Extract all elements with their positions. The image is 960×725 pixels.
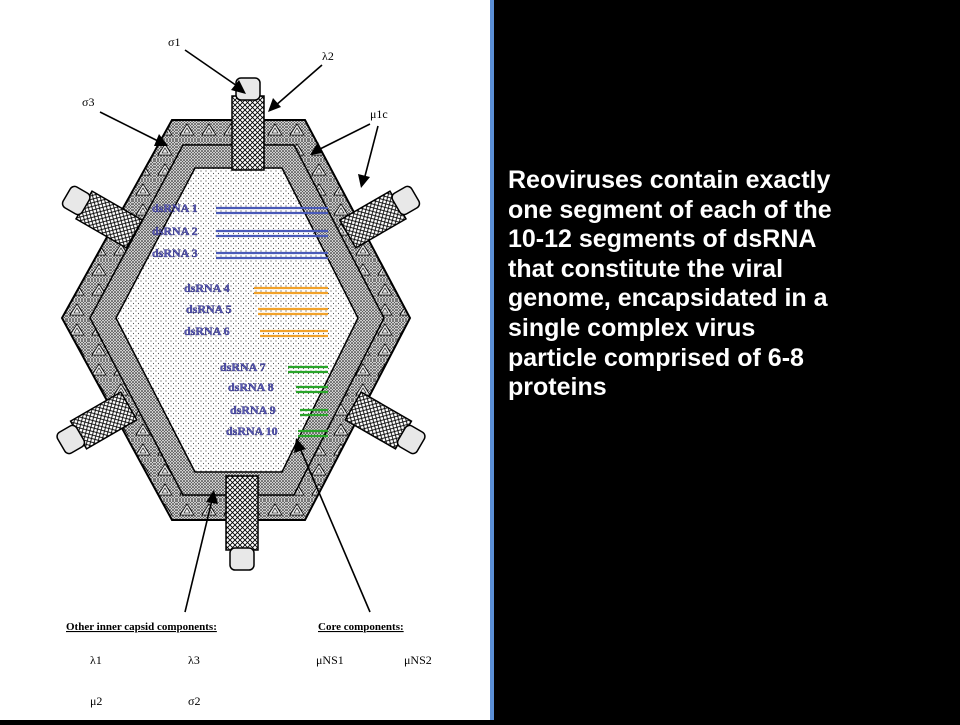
vertex-spike-lower-left [56,391,138,455]
dsrna-label-5: dsRNA 5 [186,302,232,316]
panel-divider [490,0,494,720]
label-sigma1: σ1 [168,35,180,49]
callout-arrows [99,49,379,613]
dsrna-label-1: dsRNA 1 [152,201,198,215]
core-component-muns2: μNS2 [404,653,432,667]
arrow-core [299,447,371,613]
vertex-spike-top [231,77,265,171]
dsrna-label-7: dsRNA 7 [220,360,266,374]
vertex-spike-lower-right [344,391,426,455]
arrow-inner-capsid [184,499,213,613]
other-inner-capsid-mu2: μ2 [90,694,102,708]
other-inner-capsid-lambda3: λ3 [188,653,200,667]
label-sigma3: σ3 [82,95,94,109]
core-components-heading: Core components: [318,621,404,633]
slide-caption: Reoviruses contain exactly one segment o… [508,166,832,402]
arrow-sigma1 [184,49,241,89]
vertex-spike-upper-left [61,185,144,249]
dsrna-label-6: dsRNA 6 [184,324,230,338]
core-component-muns1: μNS1 [316,653,344,667]
arrow-mu1c-2 [363,125,379,181]
dsrna-label-8: dsRNA 8 [228,380,274,394]
label-mu1c: μ1c [370,107,388,121]
caption-panel [494,0,960,720]
other-inner-capsid-heading: Other inner capsid components: [66,621,217,633]
vertex-spike-bottom [225,475,259,571]
label-lambda2: λ2 [322,49,334,63]
arrow-mu1c [317,123,371,151]
other-inner-capsid-sigma2: σ2 [188,694,200,708]
dsrna-label-9: dsRNA 9 [230,403,276,417]
vertex-spike-upper-right [338,185,421,249]
viral-core [115,167,359,473]
dsrna-label-10: dsRNA 10 [226,424,278,438]
dsrna-label-2: dsRNA 2 [152,224,198,238]
arrow-lambda2 [274,64,323,107]
dsrna-label-4: dsRNA 4 [184,281,230,295]
dsrna-segments: dsRNA 1 dsRNA 2 dsRNA 3 dsRNA 4 dsRNA 5 dsRNA… [152,201,328,438]
other-inner-capsid-lambda1: λ1 [90,653,102,667]
dsrna-label-3: dsRNA 3 [152,246,198,260]
arrow-sigma3 [99,111,161,143]
